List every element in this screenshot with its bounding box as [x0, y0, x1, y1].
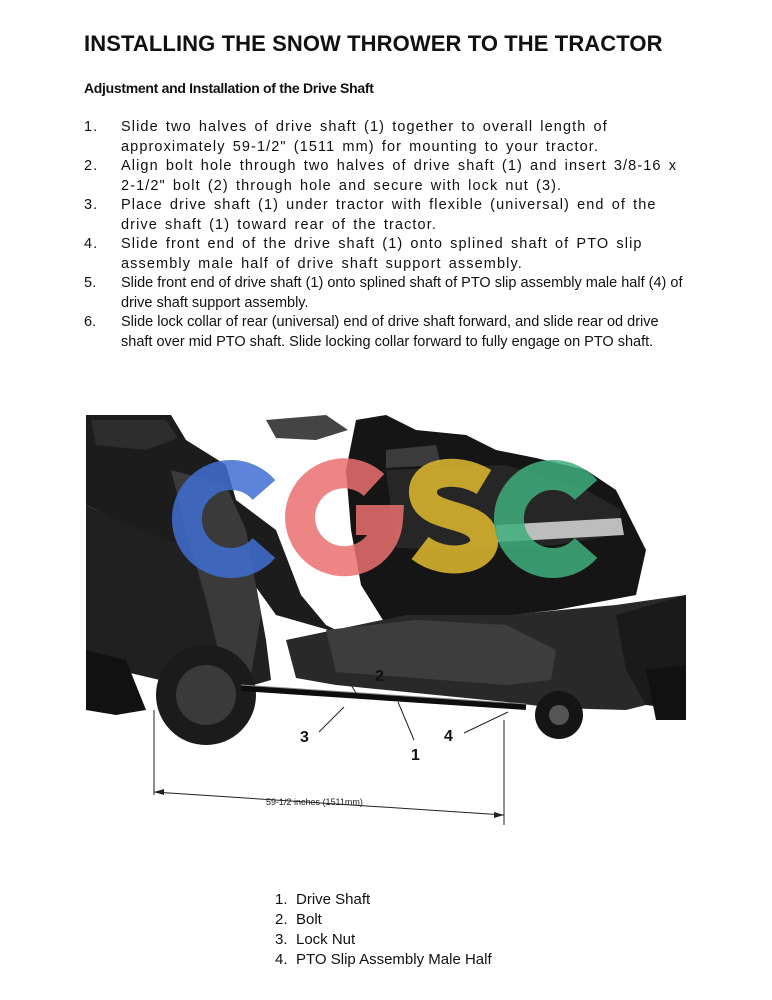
callout-3: 3: [300, 729, 309, 746]
legend-number: 4.: [275, 951, 288, 968]
callout-1: 1: [411, 747, 420, 764]
step-text: Slide front end of the drive shaft (1) o…: [121, 236, 643, 272]
watermark-letter-g: [285, 458, 405, 577]
step-text: Align bolt hole through two halves of dr…: [121, 158, 678, 194]
instruction-step: 5. Slide front end of drive shaft (1) ont…: [84, 274, 694, 313]
step-number: 5.: [84, 275, 97, 291]
watermark-letter-c2: [493, 460, 598, 578]
instruction-step: 2. Align bolt hole through two halves of …: [84, 157, 694, 196]
step-number: 6.: [84, 314, 97, 330]
instruction-step: 4. Slide front end of the drive shaft (1)…: [84, 235, 694, 274]
callout-4: 4: [444, 728, 453, 745]
drive-shaft: [240, 685, 527, 710]
page-title: INSTALLING THE SNOW THROWER TO THE TRACT…: [84, 31, 663, 56]
callout-2: 2: [375, 668, 384, 685]
legend-number: 3.: [275, 931, 288, 948]
legend-item: 1. Drive Shaft: [275, 890, 492, 910]
dimension-label: 59-1/2 inches (1511mm): [266, 797, 363, 807]
legend-item: 3. Lock Nut: [275, 930, 492, 950]
cgsc-watermark: [171, 458, 598, 578]
instruction-step: 6. Slide lock collar of rear (universal) …: [84, 313, 694, 352]
drive-shaft-highlight: [240, 684, 527, 705]
legend-label: Bolt: [296, 911, 322, 928]
legend-item: 2. Bolt: [275, 910, 492, 930]
section-subtitle: Adjustment and Installation of the Drive…: [84, 80, 374, 96]
legend-number: 1.: [275, 891, 288, 908]
watermark-letter-s: [409, 458, 499, 574]
step-number: 1.: [84, 119, 99, 135]
step-number: 4.: [84, 236, 99, 252]
watermark-letter-c1: [171, 460, 276, 578]
legend-label: Drive Shaft: [296, 891, 371, 908]
step-number: 2.: [84, 158, 99, 174]
callout-leaders: [153, 679, 509, 825]
instruction-step: 1. Slide two halves of drive shaft (1) to…: [84, 118, 694, 157]
step-number: 3.: [84, 197, 99, 213]
dimension-arrowheads: [154, 789, 504, 818]
legend-label: PTO Slip Assembly Male Half: [296, 951, 492, 968]
instruction-list: 1. Slide two halves of drive shaft (1) to…: [84, 118, 694, 352]
legend-number: 2.: [275, 911, 288, 928]
step-text: Slide lock collar of rear (universal) en…: [121, 314, 659, 350]
parts-legend: 1. Drive Shaft 2. Bolt 3. Lock Nut 4. PTO Sl…: [275, 890, 492, 970]
legend-label: Lock Nut: [296, 931, 356, 948]
instruction-step: 3. Place drive shaft (1) under tractor wi…: [84, 196, 694, 235]
tractor-drive-shaft-figure: 2 3 1 4 59-1/2 inches (1511mm): [86, 415, 686, 825]
step-text: Slide two halves of drive shaft (1) toge…: [121, 119, 608, 155]
legend-item: 4. PTO Slip Assembly Male Half: [275, 950, 492, 970]
step-text: Place drive shaft (1) under tractor with…: [121, 197, 657, 233]
step-text: Slide front end of drive shaft (1) onto …: [121, 275, 683, 311]
